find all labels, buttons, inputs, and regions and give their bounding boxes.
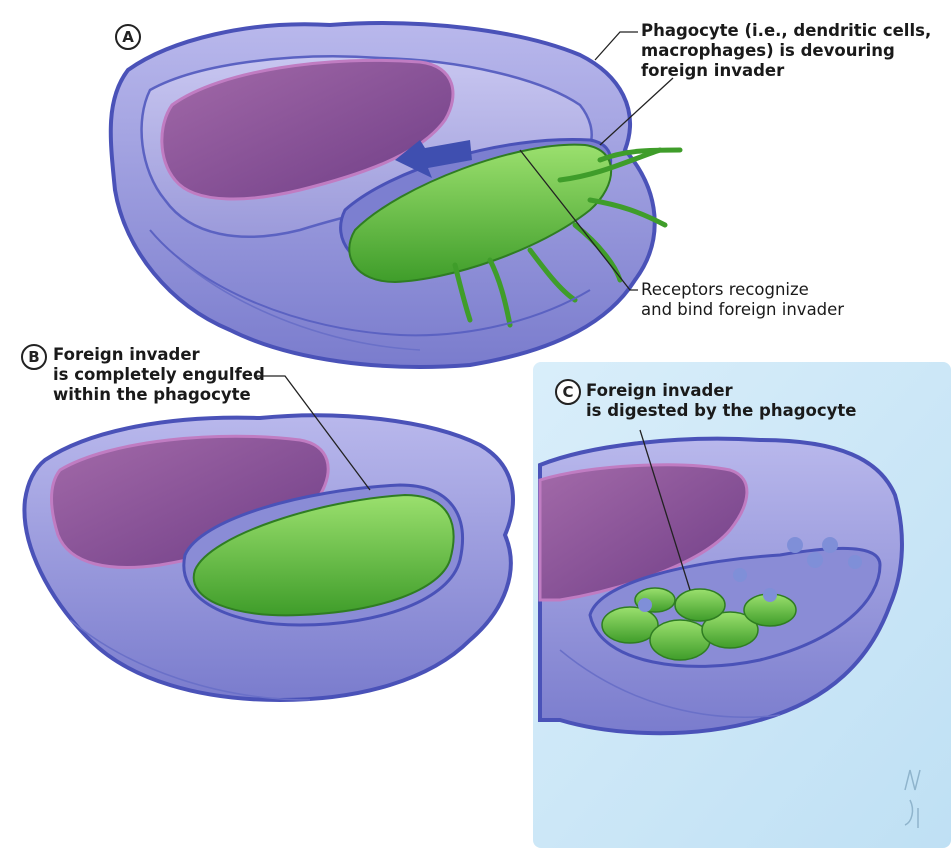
panel-b-badge: B xyxy=(21,344,47,370)
callout-digested: Foreign invader is digested by the phago… xyxy=(586,381,856,421)
panel-a-badge: A xyxy=(115,24,141,50)
callout-engulfed: Foreign invader is completely engulfed w… xyxy=(53,345,265,405)
callout-phagocyte: Phagocyte (i.e., dendritic cells, macrop… xyxy=(641,21,931,81)
callout-receptors: Receptors recognize and bind foreign inv… xyxy=(641,280,844,320)
phagocyte-cell-a xyxy=(111,23,680,367)
phagocyte-cell-b xyxy=(24,415,513,700)
panel-c-badge: C xyxy=(555,379,581,405)
